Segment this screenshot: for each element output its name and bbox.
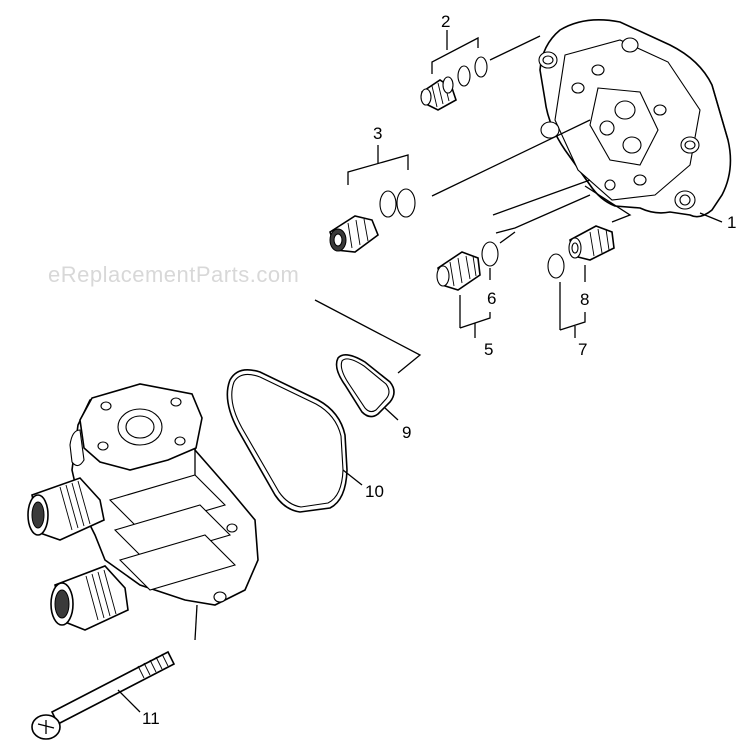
part-8-valve[interactable] — [568, 225, 615, 261]
callout-7: 7 — [578, 340, 587, 359]
manifold-body[interactable] — [69, 383, 259, 606]
callout-2: 2 — [441, 12, 450, 31]
part-10-gasket[interactable] — [226, 369, 348, 513]
callout-11: 11 — [142, 709, 160, 728]
callout-3: 3 — [373, 124, 382, 143]
part-7-o-ring[interactable] — [547, 253, 565, 279]
callout-9: 9 — [402, 423, 411, 442]
callout-10: 10 — [365, 482, 384, 501]
part-2-valve-assembly[interactable] — [420, 56, 488, 111]
part-6-o-ring[interactable] — [481, 241, 499, 267]
callout-6: 6 — [487, 289, 496, 308]
outlet-fitting-upper[interactable] — [27, 477, 105, 541]
callout-1: 1 — [727, 213, 736, 232]
part-11-bolt[interactable] — [31, 650, 176, 740]
part-1-cylinder-head[interactable] — [538, 19, 732, 218]
part-5-valve-assembly[interactable] — [436, 251, 481, 291]
callout-8: 8 — [580, 290, 589, 309]
part-3-valve-assembly[interactable] — [329, 188, 416, 253]
watermark-text: eReplacementParts.com — [48, 262, 299, 287]
callout-5: 5 — [484, 340, 493, 359]
outlet-fitting-lower[interactable] — [50, 565, 129, 631]
part-9-gasket[interactable] — [335, 354, 395, 418]
